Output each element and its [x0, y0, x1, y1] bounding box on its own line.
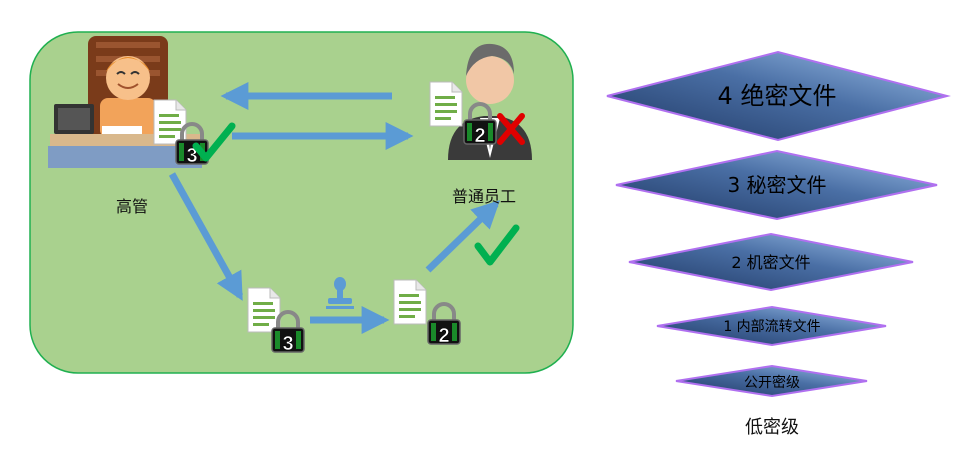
doc-level3-icon	[247, 287, 281, 333]
employee-document-icon	[429, 81, 463, 127]
executive-check-icon	[192, 122, 236, 162]
level-label-4: 4 绝密文件	[718, 82, 837, 110]
level-label-3: 3 秘密文件	[727, 173, 826, 197]
level-label-2: 2 机密文件	[731, 253, 810, 272]
executive-lock-level: 3	[186, 145, 197, 167]
doc-level3-lock-level: 3	[282, 333, 293, 355]
stamp-icon	[326, 277, 354, 309]
level-diamond-3: 3 秘密文件	[615, 149, 938, 221]
executive-avatar-icon	[48, 36, 202, 168]
arrow-executive-to-doc3	[168, 172, 244, 301]
level-diamond-2: 2 机密文件	[628, 232, 914, 292]
doc-level2-lock-level: 2	[438, 325, 449, 347]
level-diamond-1: 1 内部流转文件	[656, 305, 887, 347]
executive-label: 高管	[116, 197, 148, 216]
level-diamond-public: 公开密级	[675, 364, 868, 398]
level-label-public: 公开密级	[744, 374, 800, 391]
level-label-1: 1 内部流转文件	[723, 319, 820, 335]
employee-check-icon	[474, 224, 520, 266]
employee-label: 普通员工	[452, 187, 516, 206]
employee-cross-icon	[497, 113, 525, 145]
doc-level2-icon	[393, 279, 427, 325]
levels-caption: 低密级	[745, 417, 799, 438]
employee-lock-level: 2	[474, 125, 485, 147]
level-diamond-4: 4 绝密文件	[606, 50, 951, 142]
arrow-doc2-to-employee	[425, 200, 501, 273]
